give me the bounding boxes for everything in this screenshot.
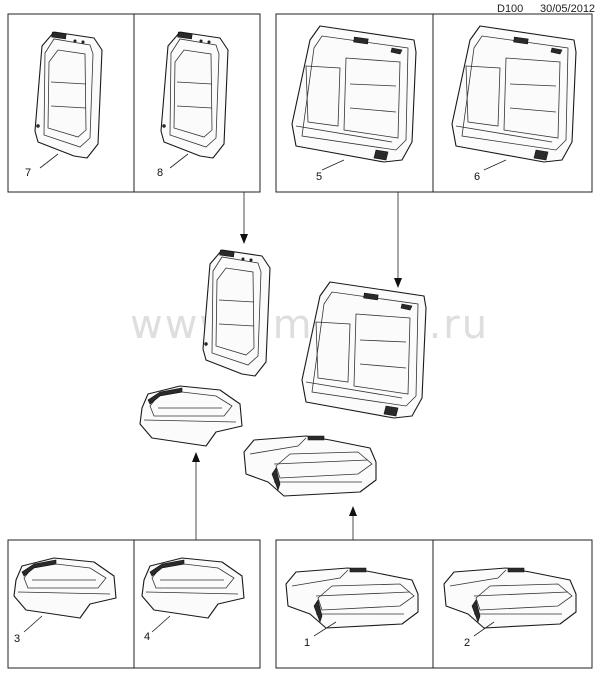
seatback-cover-part-7 bbox=[34, 31, 103, 159]
seatback-cover-part-5 bbox=[291, 25, 417, 163]
seat-cushion-assembly-left bbox=[139, 385, 243, 447]
seat-cushion-cover-part-2 bbox=[443, 567, 577, 629]
callout-8: 8 bbox=[157, 167, 163, 179]
seat-cushion-cover-part-4 bbox=[141, 557, 245, 619]
frame-bottom-right bbox=[275, 539, 593, 669]
callout-1: 1 bbox=[304, 637, 310, 649]
seat-cushion-cover-part-1 bbox=[285, 567, 419, 629]
diagram-date: 30/05/2012 bbox=[540, 3, 596, 15]
callout-7: 7 bbox=[25, 167, 31, 179]
seat-cushion-assembly-right bbox=[243, 435, 377, 497]
arrow-4-to-assembly bbox=[192, 452, 200, 540]
arrow-8-to-assembly bbox=[240, 192, 248, 244]
callout-2: 2 bbox=[464, 637, 470, 649]
callout-3: 3 bbox=[14, 633, 20, 645]
seatback-cover-part-6 bbox=[451, 25, 577, 163]
callout-5: 5 bbox=[316, 171, 322, 183]
seatback-assembly-right bbox=[301, 281, 427, 419]
callout-4: 4 bbox=[144, 631, 150, 643]
seat-cushion-cover-part-3 bbox=[13, 557, 117, 619]
callout-6: 6 bbox=[474, 171, 480, 183]
arrow-5-to-assembly bbox=[394, 192, 402, 288]
watermark-text: www.gmsklad.ru bbox=[130, 302, 489, 348]
diagram-code: D100 bbox=[497, 3, 524, 15]
seatback-assembly-left bbox=[202, 249, 271, 377]
arrow-1-to-assembly bbox=[349, 506, 357, 540]
seatback-cover-part-8 bbox=[160, 31, 229, 159]
frame-top-right bbox=[275, 13, 593, 193]
